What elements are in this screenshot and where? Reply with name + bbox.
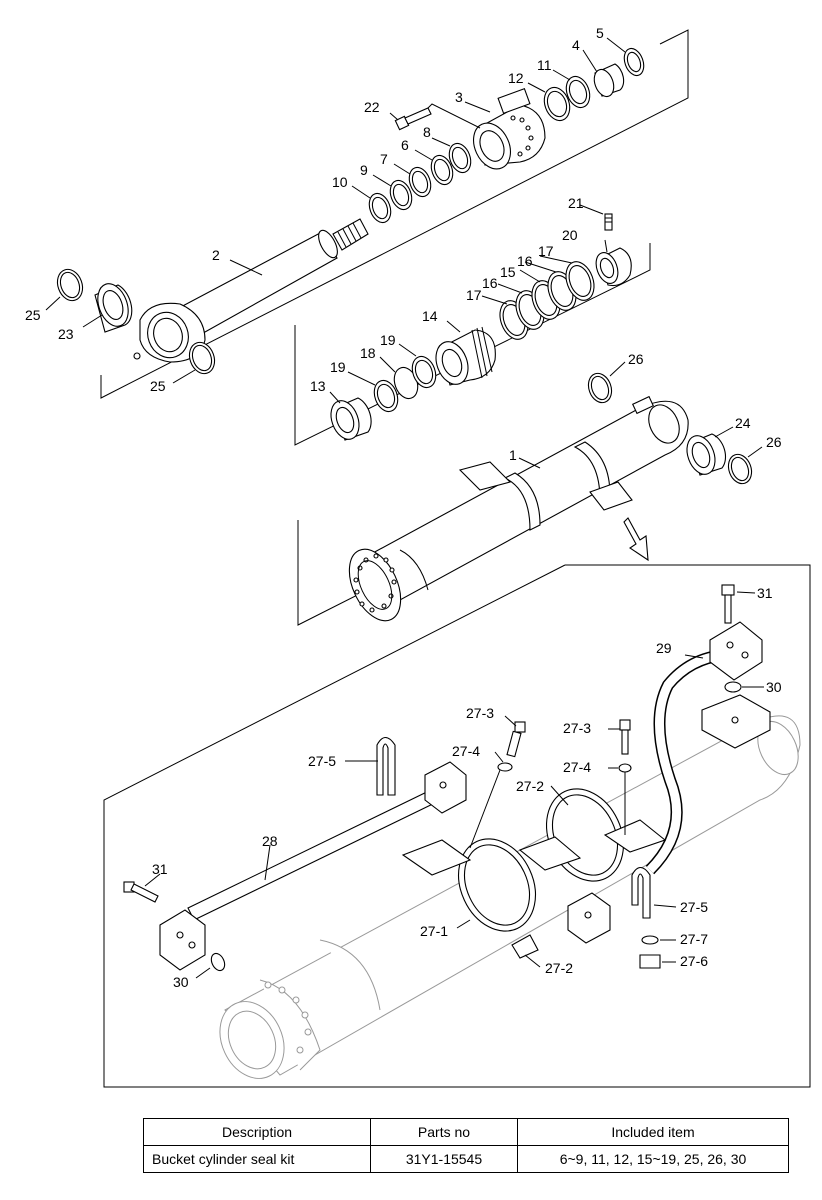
label-part-4: 4 bbox=[572, 37, 580, 53]
label-part-7: 7 bbox=[380, 151, 388, 167]
label-part-11: 11 bbox=[537, 57, 552, 73]
cell-parts-no: 31Y1-15545 bbox=[370, 1145, 518, 1173]
label-part-3: 3 bbox=[455, 89, 463, 105]
table-row: Bucket cylinder seal kit 31Y1-15545 6~9,… bbox=[143, 1145, 789, 1173]
label-part-16b: 16 bbox=[482, 275, 498, 291]
label-part-9: 9 bbox=[360, 162, 368, 178]
label-part-31b: 31 bbox=[152, 861, 168, 877]
label-part-27-2b: 27-2 bbox=[545, 960, 573, 976]
label-part-27-1: 27-1 bbox=[420, 923, 448, 939]
bolt-22 bbox=[394, 107, 432, 131]
label-part-15: 15 bbox=[500, 264, 516, 280]
label-part-27-6: 27-6 bbox=[680, 953, 708, 969]
cell-included-item: 6~9, 11, 12, 15~19, 25, 26, 30 bbox=[517, 1145, 789, 1173]
label-part-17b: 17 bbox=[466, 287, 482, 303]
header-parts-no: Parts no bbox=[370, 1118, 518, 1146]
table-header-row: Description Parts no Included item bbox=[143, 1118, 789, 1146]
label-part-27-3a: 27-3 bbox=[466, 705, 494, 721]
header-included-item: Included item bbox=[517, 1118, 789, 1146]
label-part-28: 28 bbox=[262, 833, 278, 849]
label-part-1: 1 bbox=[509, 447, 517, 463]
washers bbox=[210, 681, 742, 972]
label-part-23: 23 bbox=[58, 326, 74, 342]
label-part-22: 22 bbox=[364, 99, 380, 115]
label-part-24: 24 bbox=[735, 415, 751, 431]
o-rings-26 bbox=[587, 372, 753, 485]
label-part-12: 12 bbox=[508, 70, 524, 86]
rod-cover-3 bbox=[473, 87, 546, 170]
bands-27 bbox=[401, 788, 667, 959]
label-part-26a: 26 bbox=[628, 351, 644, 367]
label-part-13: 13 bbox=[310, 378, 326, 394]
label-part-17a: 17 bbox=[538, 243, 554, 259]
label-part-14: 14 bbox=[422, 308, 438, 324]
bolts-31 bbox=[123, 584, 735, 903]
label-part-27-5a: 27-5 bbox=[308, 753, 336, 769]
header-description: Description bbox=[143, 1118, 371, 1146]
label-part-21: 21 bbox=[568, 195, 584, 211]
label-part-20: 20 bbox=[562, 227, 578, 243]
label-part-18: 18 bbox=[360, 345, 376, 361]
seal-kit-table: Description Parts no Included item Bucke… bbox=[143, 1118, 789, 1173]
label-part-27-7: 27-7 bbox=[680, 931, 708, 947]
label-part-27-5b: 27-5 bbox=[680, 899, 708, 915]
label-part-30b: 30 bbox=[173, 974, 189, 990]
u-bolts-27-5 bbox=[376, 736, 651, 919]
bolts-27-3 bbox=[506, 719, 631, 758]
label-part-10: 10 bbox=[332, 174, 348, 190]
piston-rod bbox=[133, 218, 369, 363]
cell-description: Bucket cylinder seal kit bbox=[143, 1145, 371, 1173]
flange-blocks bbox=[159, 621, 771, 971]
label-part-6: 6 bbox=[401, 137, 409, 153]
label-part-8: 8 bbox=[423, 124, 431, 140]
label-part-25a: 25 bbox=[25, 307, 41, 323]
label-part-5: 5 bbox=[596, 25, 604, 41]
label-part-2: 2 bbox=[212, 247, 220, 263]
pipe-28 bbox=[187, 787, 442, 921]
part-labels: 1 2 3 4 5 6 7 8 9 10 11 12 13 14 15 16 1… bbox=[25, 25, 782, 990]
label-part-27-3b: 27-3 bbox=[563, 720, 591, 736]
bushing-24 bbox=[686, 433, 727, 476]
label-part-27-4b: 27-4 bbox=[563, 759, 591, 775]
label-part-19a: 19 bbox=[380, 332, 396, 348]
leader-lines bbox=[45, 37, 764, 979]
view-arrow bbox=[623, 517, 649, 562]
label-part-31a: 31 bbox=[757, 585, 773, 601]
label-part-29: 29 bbox=[656, 640, 672, 656]
o-rings-25 bbox=[56, 268, 216, 375]
label-part-30a: 30 bbox=[766, 679, 782, 695]
label-part-16a: 16 bbox=[517, 253, 533, 269]
label-part-27-4a: 27-4 bbox=[452, 743, 480, 759]
pipe-29 bbox=[645, 649, 726, 875]
bushing-23 bbox=[94, 283, 133, 333]
piston-group bbox=[330, 213, 632, 441]
rod-seals bbox=[368, 47, 645, 224]
label-part-27-2a: 27-2 bbox=[516, 778, 544, 794]
cylinder-tube bbox=[348, 395, 689, 622]
label-part-25b: 25 bbox=[150, 378, 166, 394]
label-part-26b: 26 bbox=[766, 434, 782, 450]
label-part-19b: 19 bbox=[330, 359, 346, 375]
panel-outlines bbox=[100, 29, 811, 1088]
